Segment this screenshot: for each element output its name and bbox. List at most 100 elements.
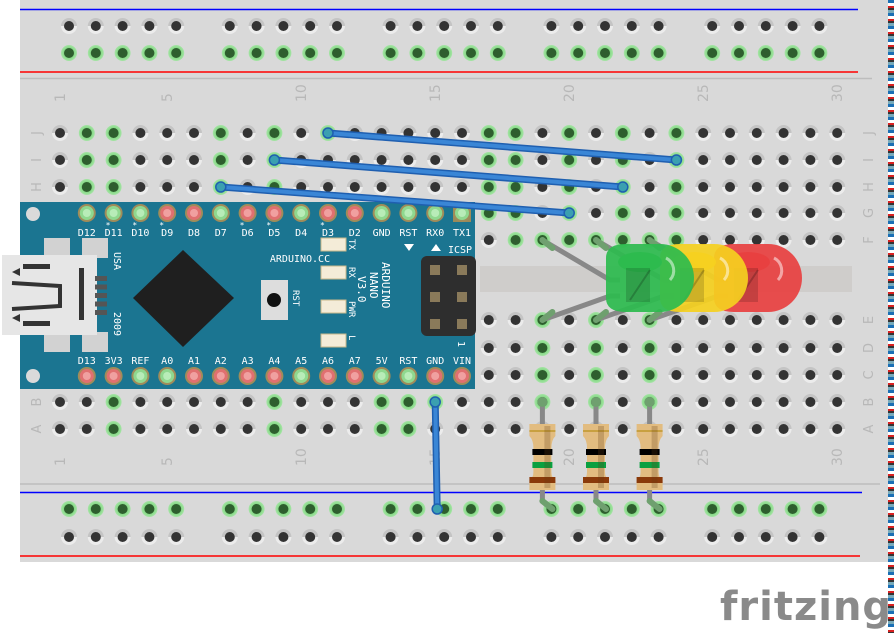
breadboard-hole-F28[interactable] bbox=[775, 232, 792, 248]
breadboard-hole-J26[interactable] bbox=[722, 125, 738, 141]
top-rail-hole-negative[interactable] bbox=[275, 18, 292, 34]
bottom-rail-hole-positive[interactable] bbox=[248, 529, 265, 545]
bottom-rail-hole-positive[interactable] bbox=[329, 529, 345, 545]
breadboard-hole-B6[interactable] bbox=[186, 394, 202, 410]
bottom-rail-hole-positive[interactable] bbox=[597, 529, 613, 545]
breadboard-hole-I28[interactable] bbox=[775, 152, 792, 168]
breadboard-hole-B28[interactable] bbox=[775, 394, 792, 410]
breadboard-hole-B12[interactable] bbox=[346, 394, 363, 410]
breadboard-hole-I16[interactable] bbox=[454, 152, 470, 168]
breadboard-hole-J20[interactable] bbox=[561, 125, 578, 141]
breadboard-hole-I14[interactable] bbox=[400, 152, 417, 168]
breadboard-hole-H26[interactable] bbox=[722, 179, 738, 195]
wire-d4-to-led-yellow[interactable] bbox=[268, 154, 629, 193]
top-rail-hole-negative[interactable] bbox=[784, 18, 801, 34]
bottom-rail-hole-positive[interactable] bbox=[436, 529, 453, 545]
bottom-rail-hole-negative[interactable] bbox=[221, 501, 238, 517]
breadboard-hole-E29[interactable] bbox=[802, 312, 819, 328]
breadboard-hole-D23[interactable] bbox=[641, 340, 658, 356]
breadboard-hole-D27[interactable] bbox=[748, 340, 765, 356]
arduino-pin-d2[interactable] bbox=[345, 204, 364, 222]
breadboard-hole-J10[interactable] bbox=[293, 125, 310, 141]
top-rail-hole-positive[interactable] bbox=[248, 45, 265, 61]
bottom-rail-hole-positive[interactable] bbox=[704, 529, 721, 545]
top-rail-hole-positive[interactable] bbox=[784, 45, 801, 61]
breadboard-hole-A25[interactable] bbox=[695, 421, 712, 437]
breadboard-hole-J23[interactable] bbox=[641, 125, 658, 141]
breadboard-hole-I3[interactable] bbox=[105, 152, 122, 168]
bottom-rail-hole-negative[interactable] bbox=[704, 501, 721, 517]
breadboard-hole-J7[interactable] bbox=[212, 125, 229, 141]
breadboard-hole-G22[interactable] bbox=[614, 205, 631, 221]
breadboard-hole-G30[interactable] bbox=[829, 205, 846, 221]
arduino-pin-d12[interactable] bbox=[77, 204, 96, 222]
breadboard-hole-E18[interactable] bbox=[507, 312, 524, 328]
breadboard-hole-B30[interactable] bbox=[829, 394, 846, 410]
top-rail-hole-positive[interactable] bbox=[570, 45, 587, 61]
top-rail-hole-positive[interactable] bbox=[302, 45, 319, 61]
wire-gnd-to-rail[interactable] bbox=[429, 396, 443, 515]
wire-end[interactable] bbox=[322, 127, 334, 139]
breadboard-hole-A28[interactable] bbox=[775, 421, 792, 437]
top-rail-hole-negative[interactable] bbox=[221, 18, 238, 34]
arduino-pin-ref[interactable] bbox=[131, 367, 150, 385]
breadboard-hole-B22[interactable] bbox=[614, 394, 631, 410]
breadboard-hole-J22[interactable] bbox=[614, 125, 631, 141]
breadboard-hole-A26[interactable] bbox=[722, 421, 738, 437]
breadboard-hole-B26[interactable] bbox=[722, 394, 738, 410]
bottom-rail-hole-positive[interactable] bbox=[731, 529, 747, 545]
bottom-rail-hole-positive[interactable] bbox=[382, 529, 399, 545]
arduino-pin-d11[interactable] bbox=[104, 204, 123, 222]
arduino-pin-d8[interactable] bbox=[185, 204, 203, 222]
breadboard-hole-A18[interactable] bbox=[507, 421, 524, 437]
arduino-pin-d9[interactable] bbox=[158, 204, 177, 222]
arduino-pin-3v3[interactable] bbox=[104, 367, 123, 385]
resistor-1[interactable] bbox=[529, 397, 556, 512]
breadboard-hole-I15[interactable] bbox=[427, 152, 444, 168]
breadboard-hole-A8[interactable] bbox=[239, 421, 256, 437]
breadboard-hole-B1[interactable] bbox=[52, 394, 68, 410]
breadboard-hole-D17[interactable] bbox=[480, 340, 497, 356]
breadboard-hole-C25[interactable] bbox=[695, 367, 712, 383]
breadboard-hole-J3[interactable] bbox=[105, 125, 122, 141]
breadboard-hole-D21[interactable] bbox=[588, 340, 604, 356]
breadboard-hole-B25[interactable] bbox=[695, 394, 712, 410]
bottom-rail-hole-negative[interactable] bbox=[570, 501, 587, 517]
arduino-pin-d7[interactable] bbox=[211, 204, 230, 222]
bottom-rail-hole-negative[interactable] bbox=[114, 501, 131, 517]
arduino-pin-d10[interactable] bbox=[131, 204, 150, 222]
breadboard-hole-G28[interactable] bbox=[775, 205, 792, 221]
breadboard-hole-D19[interactable] bbox=[534, 340, 551, 356]
arduino-pin-a7[interactable] bbox=[345, 367, 364, 385]
breadboard-hole-D18[interactable] bbox=[507, 340, 524, 356]
arduino-pin-rx0[interactable] bbox=[426, 204, 445, 222]
bottom-rail-hole-positive[interactable] bbox=[114, 529, 131, 545]
bottom-rail-hole-negative[interactable] bbox=[87, 501, 104, 517]
top-rail-hole-positive[interactable] bbox=[650, 45, 667, 61]
breadboard-hole-A13[interactable] bbox=[373, 421, 390, 437]
bottom-rail-hole-positive[interactable] bbox=[570, 529, 587, 545]
top-rail-hole-negative[interactable] bbox=[436, 18, 453, 34]
top-rail-hole-positive[interactable] bbox=[221, 45, 238, 61]
top-rail-hole-positive[interactable] bbox=[623, 45, 640, 61]
breadboard-hole-B10[interactable] bbox=[293, 394, 310, 410]
breadboard-hole-A6[interactable] bbox=[186, 421, 202, 437]
breadboard-hole-E27[interactable] bbox=[748, 312, 765, 328]
arduino-pin-a6[interactable] bbox=[319, 367, 337, 385]
arduino-pin-d3[interactable] bbox=[319, 204, 337, 222]
bottom-rail-hole-negative[interactable] bbox=[248, 501, 265, 517]
wire-end[interactable] bbox=[429, 396, 441, 408]
wire-end[interactable] bbox=[431, 503, 443, 515]
breadboard-hole-D20[interactable] bbox=[561, 340, 578, 356]
breadboard-hole-H13[interactable] bbox=[373, 179, 390, 195]
breadboard-hole-H29[interactable] bbox=[802, 179, 819, 195]
breadboard-hole-B8[interactable] bbox=[239, 394, 256, 410]
top-rail-hole-negative[interactable] bbox=[248, 18, 265, 34]
icsp-header[interactable] bbox=[421, 256, 476, 336]
top-rail-hole-negative[interactable] bbox=[168, 18, 185, 34]
top-rail-hole-negative[interactable] bbox=[114, 17, 131, 35]
breadboard-hole-J4[interactable] bbox=[132, 125, 149, 141]
breadboard-hole-D24[interactable] bbox=[668, 340, 685, 356]
breadboard-hole-H28[interactable] bbox=[775, 179, 792, 195]
breadboard-hole-C22[interactable] bbox=[614, 367, 631, 383]
